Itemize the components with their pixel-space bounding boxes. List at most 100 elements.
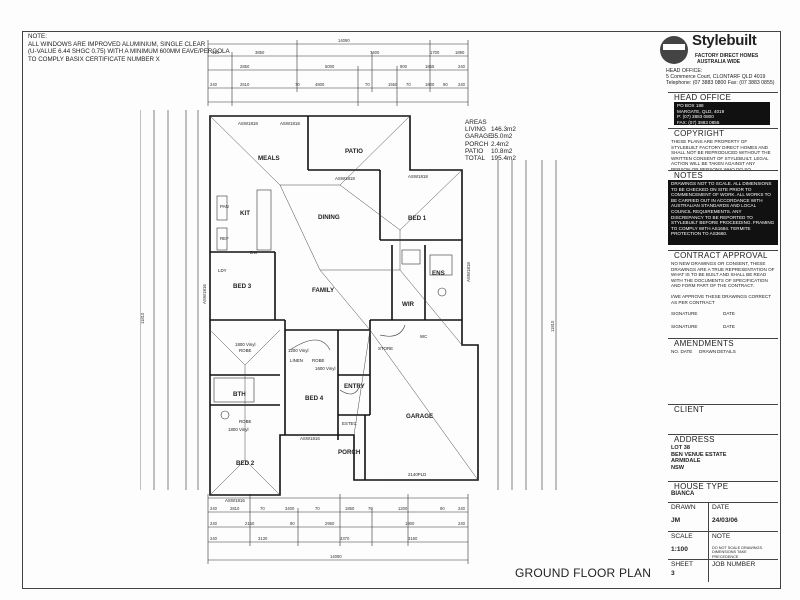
label-ldy: LDY <box>218 268 227 273</box>
svg-text:240: 240 <box>458 521 466 526</box>
svg-text:70: 70 <box>365 82 370 87</box>
svg-text:410: 410 <box>212 50 220 55</box>
address-section: ADDRESS LOT 38 BEN VENUE ESTATE ARMIDALE… <box>668 434 778 481</box>
drawn-values-row: JM 24/03/06 <box>668 516 778 531</box>
drawing-border <box>22 31 781 589</box>
label-linen: LINEN <box>290 358 303 363</box>
svg-text:240: 240 <box>210 536 218 541</box>
room-porch: PORCH <box>338 449 361 456</box>
svg-text:240: 240 <box>210 82 218 87</box>
stylebuilt-logo: Stylebuilt FACTORY DIRECT HOMES AUSTRALI… <box>660 32 778 66</box>
svg-text:5000: 5000 <box>325 64 335 69</box>
svg-text:70: 70 <box>368 506 373 511</box>
area-row: GARAGE35.0m2 <box>465 133 513 141</box>
svg-text:ESTEC: ESTEC <box>342 421 357 426</box>
svg-text:3850: 3850 <box>255 50 265 55</box>
room-kit: KIT <box>240 210 250 217</box>
svg-text:1200 Vinyl: 1200 Vinyl <box>288 348 308 353</box>
label-ref: REF <box>220 236 229 241</box>
svg-text:90: 90 <box>290 521 295 526</box>
svg-text:3130: 3130 <box>258 536 268 541</box>
label-robe: ROBE <box>239 419 252 424</box>
svg-text:2140PLD: 2140PLD <box>408 472 426 477</box>
svg-text:ASW1818: ASW1818 <box>280 121 300 126</box>
client-section: CLIENT <box>668 404 778 435</box>
room-bed3: BED 3 <box>233 283 252 290</box>
title-block: Stylebuilt FACTORY DIRECT HOMES AUSTRALI… <box>660 32 778 584</box>
room-bed2: BED 2 <box>236 460 255 467</box>
svg-text:ASW1816: ASW1816 <box>225 498 245 503</box>
svg-text:3160: 3160 <box>408 536 418 541</box>
room-family: FAMILY <box>312 287 335 294</box>
svg-text:ASW1818: ASW1818 <box>335 176 355 181</box>
floor-plan: 14090 410 3850 7400 1700 1890 2850 5000 … <box>140 38 557 564</box>
svg-text:ASW1818: ASW1818 <box>238 121 258 126</box>
room-wir: WIR <box>402 301 415 308</box>
svg-text:ASW1816: ASW1816 <box>202 284 207 304</box>
copyright-section: COPYRIGHT THESE PLANS ARE PROPERTY OF ST… <box>668 128 778 172</box>
svg-text:1600 Vinyl: 1600 Vinyl <box>315 366 335 371</box>
room-entry: ENTRY <box>344 383 366 390</box>
svg-text:1800 Vinyl: 1800 Vinyl <box>228 427 248 432</box>
svg-text:900: 900 <box>400 64 408 69</box>
svg-text:240: 240 <box>458 64 466 69</box>
svg-text:ASW1816: ASW1816 <box>300 436 320 441</box>
label-pan: PAN <box>220 204 229 209</box>
brand-tagline: FACTORY DIRECT HOMES <box>695 53 759 59</box>
brand-name: Stylebuilt <box>692 32 757 49</box>
svg-text:2510: 2510 <box>240 82 250 87</box>
svg-text:1855: 1855 <box>425 64 435 69</box>
svg-text:4800: 4800 <box>315 82 325 87</box>
svg-text:240: 240 <box>210 521 218 526</box>
svg-text:70: 70 <box>406 82 411 87</box>
dim-top-overall: 14090 <box>338 38 350 43</box>
svg-text:240: 240 <box>210 506 218 511</box>
window-note: NOTE: ALL WINDOWS ARE IMPROVED ALUMINIUM… <box>28 33 230 63</box>
brand-tagline: AUSTRALIA WIDE <box>697 59 741 65</box>
drawn-row: DRAWN DATE <box>668 502 778 518</box>
svg-text:70: 70 <box>295 82 300 87</box>
room-bed4: BED 4 <box>305 395 324 402</box>
svg-text:2850: 2850 <box>240 64 250 69</box>
logo-house-icon <box>660 36 688 64</box>
house-type-section: HOUSE TYPE BIANCA <box>668 481 778 502</box>
room-ens: ENS <box>432 270 445 277</box>
room-dining: DINING <box>318 214 340 221</box>
svg-text:70: 70 <box>260 506 265 511</box>
drawing-title: GROUND FLOOR PLAN <box>515 566 652 580</box>
svg-text:3370: 3370 <box>340 536 350 541</box>
svg-text:1850: 1850 <box>345 506 355 511</box>
svg-text:1800 Vinyl: 1800 Vinyl <box>235 342 255 347</box>
svg-text:3400: 3400 <box>285 506 295 511</box>
svg-text:7400: 7400 <box>370 50 380 55</box>
areas-heading: AREAS <box>465 119 487 126</box>
svg-text:90: 90 <box>440 506 445 511</box>
note-line: TO COMPLY BASIX CERTIFICATE NUMBER X <box>28 55 160 63</box>
dim-bottom-overall: 14090 <box>330 554 342 559</box>
label-dw: DW <box>250 250 258 255</box>
head-office-address: HEAD OFFICE: 5 Commerce Court, CLONTARF … <box>666 68 775 87</box>
room-patio: PATIO <box>345 148 363 155</box>
label-wc: WC <box>420 334 427 339</box>
svg-text:240: 240 <box>458 82 466 87</box>
room-bth: BTH <box>233 391 246 398</box>
label-store: STORE <box>378 346 393 351</box>
dim-right-overall: 11810 <box>550 320 555 332</box>
svg-text:1890: 1890 <box>455 50 465 55</box>
label-robe: ROBE <box>312 358 325 363</box>
note-line: NOTE: <box>28 33 47 40</box>
note-line: (U-VALUE 6.44 SHGC 0.75) WITH A MINIMUM … <box>28 48 230 56</box>
dim-left-overall: 11810 <box>140 312 145 324</box>
contract-approval-section: CONTRACT APPROVAL NO NEW DRAWINGS OR CON… <box>668 250 778 339</box>
svg-text:1800: 1800 <box>425 82 435 87</box>
scale-values-row: 1:100 DO NOT SCALE DRAWINGS. DIMENSIONS … <box>671 545 764 560</box>
svg-text:240: 240 <box>458 506 466 511</box>
svg-text:1700: 1700 <box>430 50 440 55</box>
svg-text:1900: 1900 <box>405 521 415 526</box>
